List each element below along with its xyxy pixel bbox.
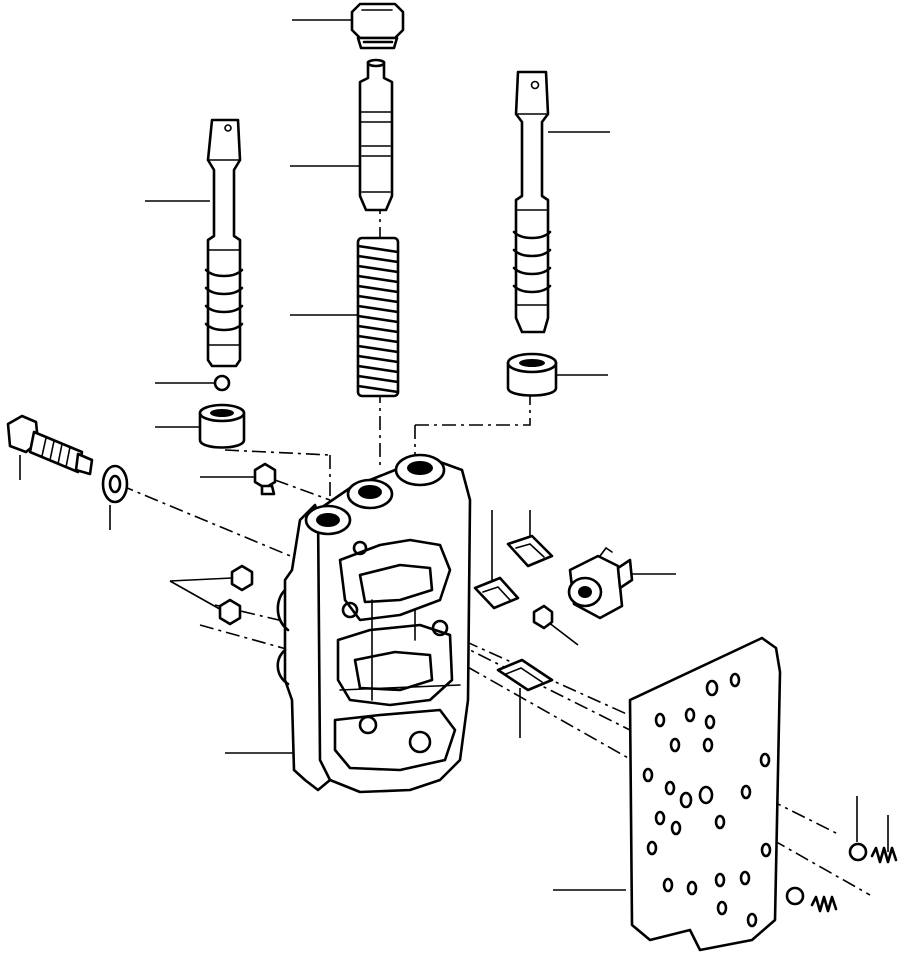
plug-small-mid-2 [218,598,242,626]
seal-clip-3 [496,658,554,692]
plug-small-top [253,462,277,496]
solenoid-valve [567,546,634,620]
spring-small-1 [870,846,898,864]
leader-lines [19,19,889,891]
seal-clip-1 [506,534,554,568]
separator-plate [628,636,782,952]
washer-left [101,464,129,504]
ball-1 [848,842,868,862]
valve-body [276,453,472,794]
sleeve-left [198,403,246,449]
bolt-left [6,414,94,476]
plug-small-mid-1 [230,564,254,592]
sleeve-right [506,352,558,397]
seal-clip-2 [473,576,520,610]
ball-2 [785,886,805,906]
spool-right [512,70,552,334]
spring [356,236,400,398]
spring-small-2 [810,895,838,913]
ball-small [213,374,231,392]
spool-center [358,58,394,212]
plug-small-right [532,604,554,630]
spool-left [204,118,244,368]
plug [350,2,405,50]
